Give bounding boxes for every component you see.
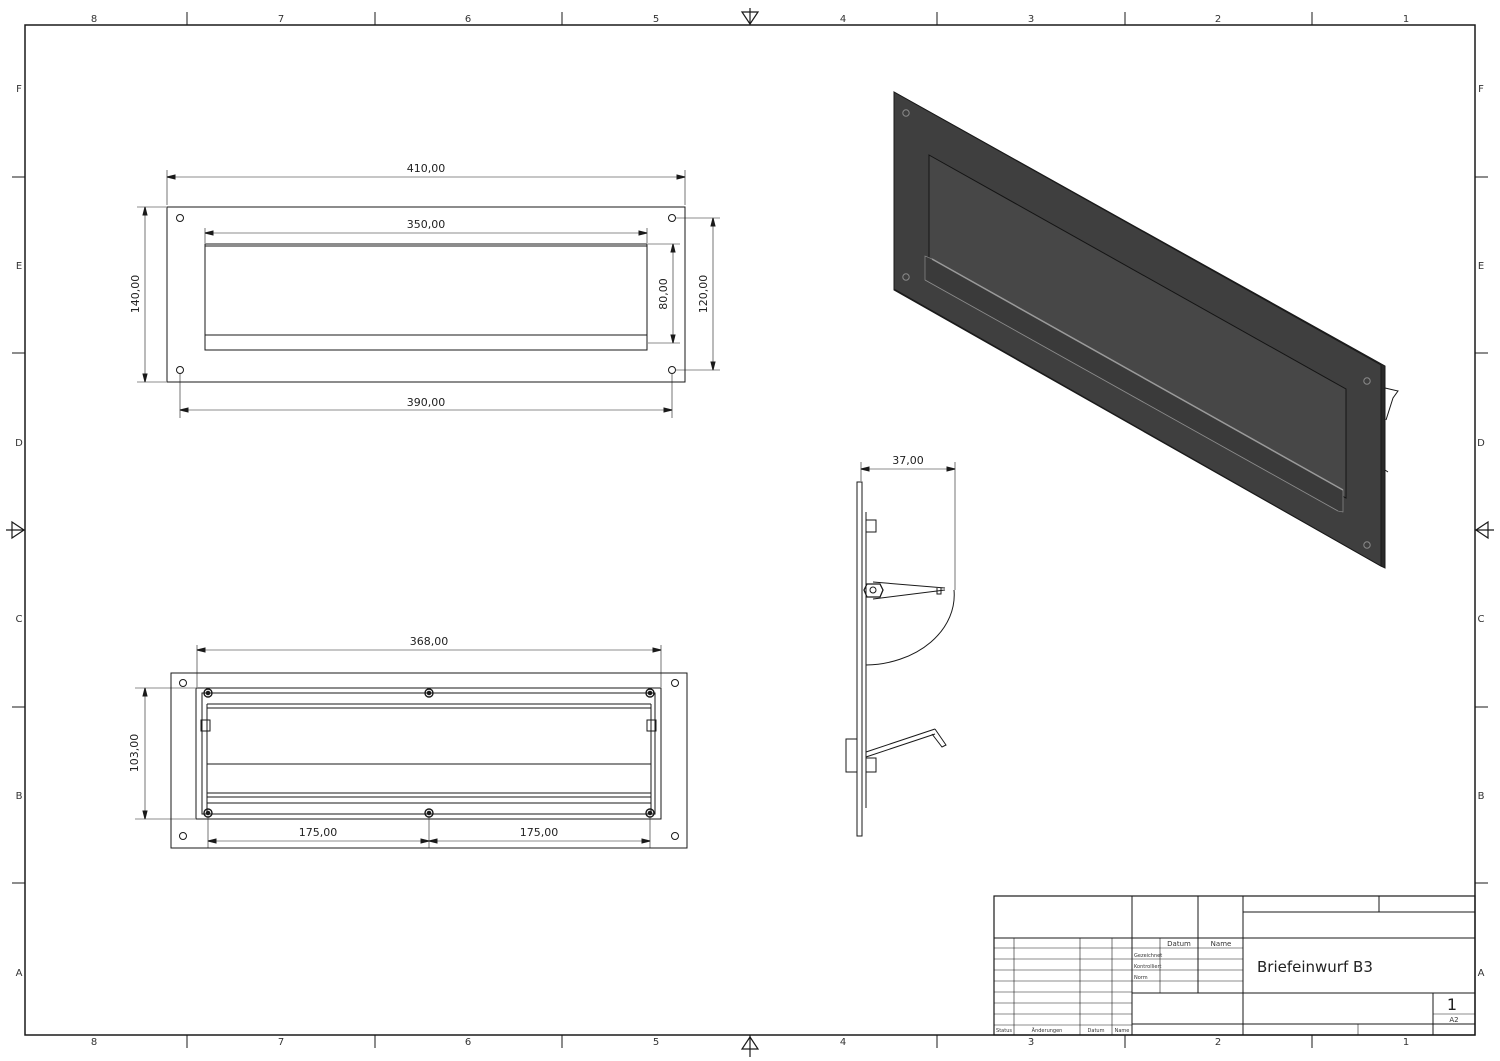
dim-back-height: 103,00 xyxy=(128,734,141,773)
mounting-hole xyxy=(179,679,187,687)
drawing-frame xyxy=(24,24,1476,1036)
drawing-title: Briefeinwurf B3 xyxy=(1257,958,1373,976)
tb-col-date: Datum xyxy=(1167,940,1191,948)
front-slot-outline xyxy=(204,243,648,351)
zone-col-top-1: 1 xyxy=(1403,14,1409,25)
zone-row-left-A: A xyxy=(16,968,23,979)
dim-back-right-half: 175,00 xyxy=(520,826,559,839)
zone-col-top-5: 5 xyxy=(653,14,659,25)
tb-row-checked: Kontrolliert xyxy=(1134,964,1162,970)
tb-rev-date: Datum xyxy=(1088,1028,1105,1034)
tb-rev-status: Status xyxy=(996,1028,1012,1034)
zone-col-bottom-4: 4 xyxy=(840,1037,846,1048)
dim-front-hole-vertical: 120,00 xyxy=(697,275,710,314)
zone-row-right-A: A xyxy=(1478,968,1485,979)
zone-col-bottom-2: 2 xyxy=(1215,1037,1221,1048)
zone-col-bottom-3: 3 xyxy=(1028,1037,1034,1048)
zone-col-bottom-5: 5 xyxy=(653,1037,659,1048)
title-block xyxy=(993,895,1476,1036)
zone-col-top-4: 4 xyxy=(840,14,846,25)
mounting-hole xyxy=(176,366,184,374)
dim-front-overall-width: 410,00 xyxy=(407,162,446,175)
tb-row-drawn: Gezeichnet xyxy=(1134,953,1162,959)
zone-row-left-E: E xyxy=(16,261,22,272)
zone-col-bottom-8: 8 xyxy=(91,1037,97,1048)
tb-col-name: Name xyxy=(1211,940,1232,948)
zone-col-bottom-7: 7 xyxy=(278,1037,284,1048)
front-plate-outline xyxy=(166,206,686,383)
tb-row-norm: Norm xyxy=(1134,975,1148,981)
mounting-hole xyxy=(671,679,679,687)
zone-row-right-C: C xyxy=(1478,614,1485,625)
dim-front-slot-height: 80,00 xyxy=(657,278,670,310)
zone-row-right-B: B xyxy=(1478,791,1485,802)
dim-front-slot-width: 350,00 xyxy=(407,218,446,231)
dim-side-depth: 37,00 xyxy=(892,454,924,467)
sheet-number: 1 xyxy=(1447,995,1457,1014)
iso-mounting-hole xyxy=(1363,541,1371,549)
side-plate-outline xyxy=(856,481,863,837)
dim-front-overall-height: 140,00 xyxy=(129,275,142,314)
back-view xyxy=(135,645,688,849)
zone-ticks xyxy=(12,12,1488,1048)
mounting-hole xyxy=(176,214,184,222)
zone-row-right-F: F xyxy=(1478,84,1484,95)
dim-front-hole-horizontal: 390,00 xyxy=(407,396,446,409)
zone-col-bottom-6: 6 xyxy=(465,1037,471,1048)
iso-mounting-hole xyxy=(902,273,910,281)
zone-col-top-8: 8 xyxy=(91,14,97,25)
back-frame-outline xyxy=(195,687,662,820)
tb-rev-changes: Änderungen xyxy=(1032,1027,1063,1034)
zone-col-top-2: 2 xyxy=(1215,14,1221,25)
zone-row-right-D: D xyxy=(1477,438,1485,449)
sheet-format: A2 xyxy=(1449,1016,1458,1024)
dim-back-left-half: 175,00 xyxy=(299,826,338,839)
zone-labels: 8 7 6 5 4 3 2 1 8 7 6 5 4 3 2 1 F E D C … xyxy=(15,14,1485,1048)
zone-row-left-B: B xyxy=(16,791,23,802)
isometric-view xyxy=(893,91,1399,569)
zone-col-top-7: 7 xyxy=(278,14,284,25)
front-view xyxy=(137,170,720,418)
zone-row-left-C: C xyxy=(16,614,23,625)
zone-col-top-6: 6 xyxy=(465,14,471,25)
mounting-hole xyxy=(668,214,676,222)
zone-row-right-E: E xyxy=(1478,261,1484,272)
zone-col-top-3: 3 xyxy=(1028,14,1034,25)
iso-mounting-hole xyxy=(1363,377,1371,385)
iso-slot-face xyxy=(928,154,1347,499)
iso-mounting-hole xyxy=(902,109,910,117)
mounting-hole xyxy=(668,366,676,374)
tb-rev-name: Name xyxy=(1115,1028,1130,1034)
zone-row-left-D: D xyxy=(15,438,23,449)
zone-row-left-F: F xyxy=(16,84,22,95)
dim-back-width: 368,00 xyxy=(410,635,449,648)
mounting-hole xyxy=(179,832,187,840)
mounting-hole xyxy=(671,832,679,840)
side-view xyxy=(845,462,956,837)
centering-marks xyxy=(6,8,1494,1057)
zone-col-bottom-1: 1 xyxy=(1403,1037,1409,1048)
